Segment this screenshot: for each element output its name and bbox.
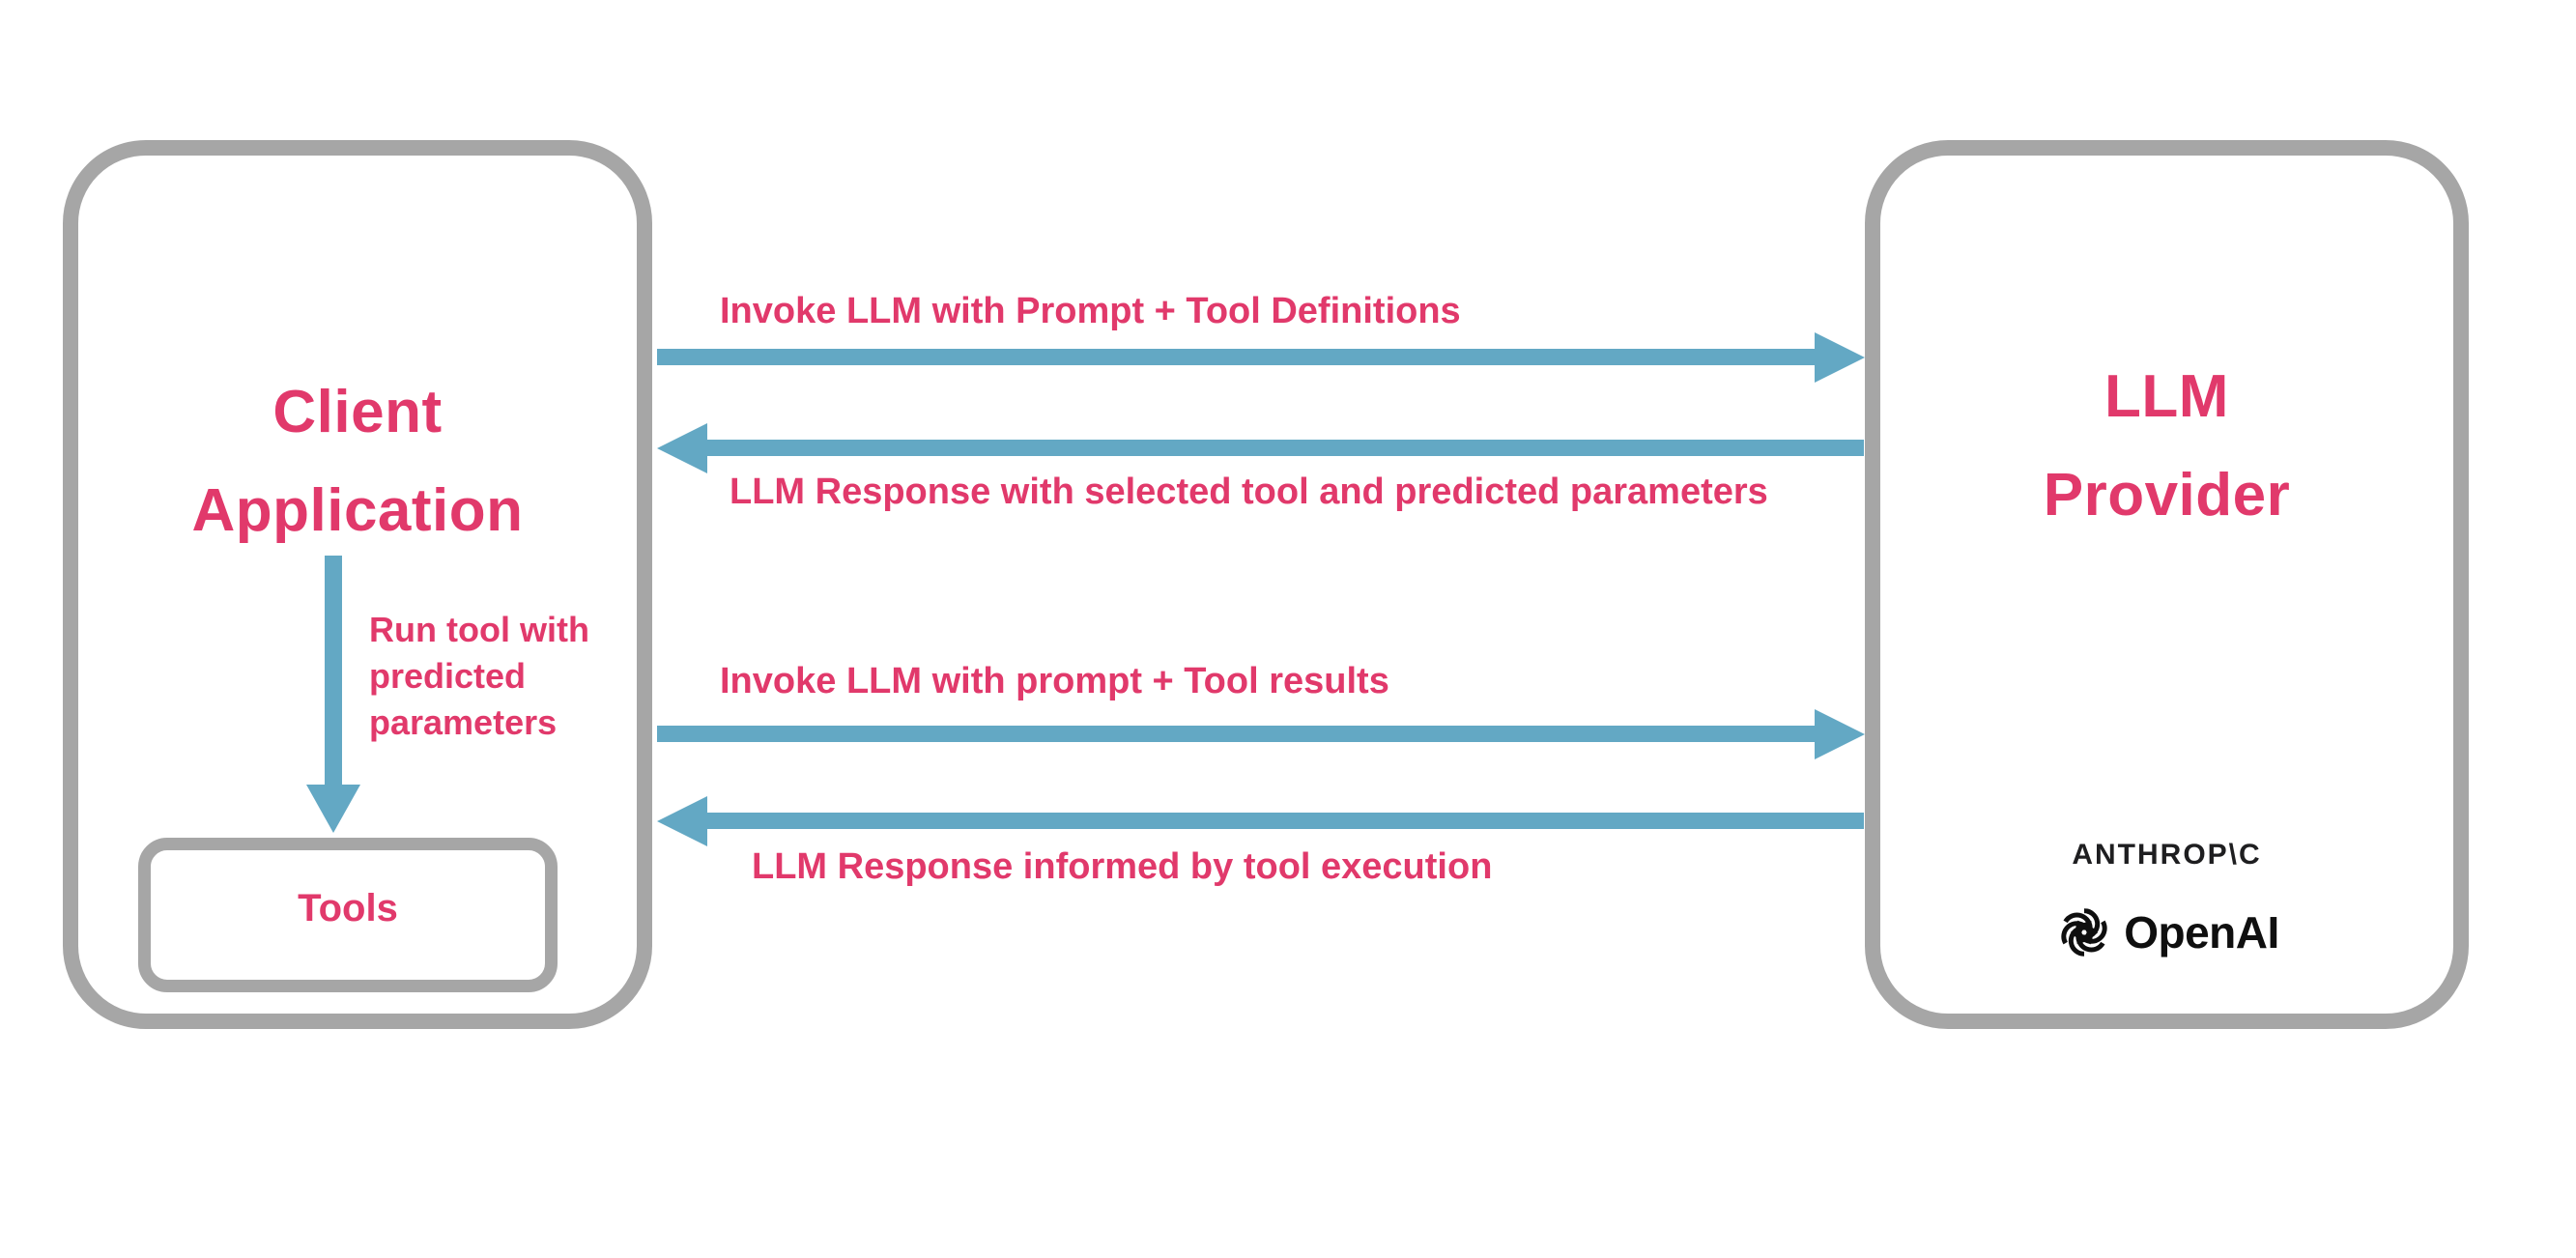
arrow-left-icon	[657, 423, 707, 473]
arrow-right-icon	[1815, 709, 1865, 759]
arrow-label-invoke-results: Invoke LLM with prompt + Tool results	[720, 661, 1389, 701]
arrow-label-response-informed: LLM Response informed by tool execution	[752, 846, 1493, 887]
tools-box: Tools	[138, 838, 558, 992]
client-application-title: Client Application	[63, 363, 652, 560]
openai-wordmark: OpenAI	[2124, 907, 2279, 958]
arrow-shaft	[706, 440, 1864, 456]
client-title-line-1: Client	[272, 379, 443, 445]
arrow-left-icon	[657, 796, 707, 846]
provider-title-line-2: Provider	[2043, 462, 2291, 529]
run-tool-arrow-shaft	[325, 556, 342, 785]
openai-blossom-icon	[2061, 908, 2107, 957]
client-application-box	[63, 140, 652, 1029]
arrow-shaft	[706, 813, 1864, 829]
provider-title-line-1: LLM	[2104, 363, 2229, 430]
openai-logo: OpenAI	[1865, 902, 2469, 962]
arrow-right-icon	[1815, 332, 1865, 383]
tools-label: Tools	[298, 886, 398, 929]
anthropic-logo: ANTHROP\C	[2072, 839, 2262, 871]
arrow-down-icon	[306, 785, 360, 833]
arrow-shaft	[657, 726, 1815, 742]
llm-provider-title: LLM Provider	[1865, 348, 2469, 545]
run-tool-label: Run tool with predicted parameters	[369, 610, 589, 742]
client-title-line-2: Application	[191, 477, 524, 544]
arrow-label-response-selected-tool: LLM Response with selected tool and pred…	[730, 472, 1768, 512]
arrow-label-invoke-definitions: Invoke LLM with Prompt + Tool Definition…	[720, 291, 1461, 331]
llm-provider-box	[1865, 140, 2469, 1029]
arrow-shaft	[657, 349, 1815, 365]
